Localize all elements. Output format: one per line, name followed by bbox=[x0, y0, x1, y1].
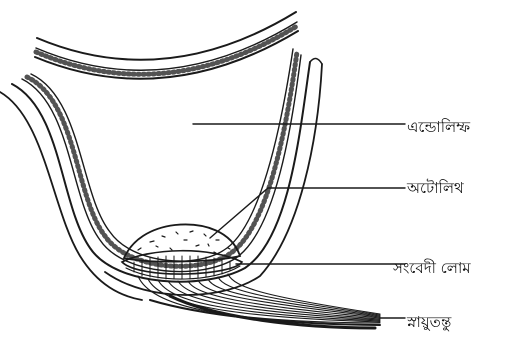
upper-membrane bbox=[35, 12, 298, 79]
leader-lines bbox=[193, 124, 405, 318]
hair-cell-layer bbox=[122, 251, 242, 279]
label-sensory-hair: সংবেদী লোম bbox=[393, 257, 471, 282]
label-endolymph: এন্ডোলিম্ফ bbox=[407, 116, 470, 141]
label-otolith: অটোলিথ bbox=[407, 177, 464, 202]
leader-otolith bbox=[210, 188, 405, 238]
label-nerve-fiber: স্নায়ুতন্তু bbox=[407, 311, 451, 336]
